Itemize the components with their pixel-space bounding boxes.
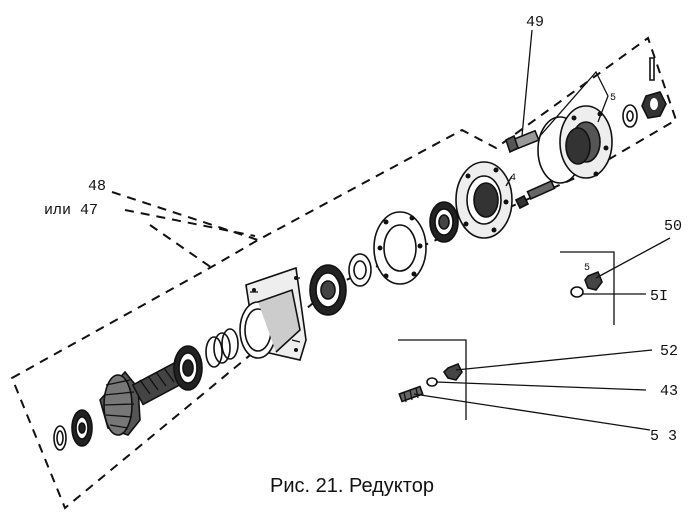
washer-51 — [570, 286, 584, 298]
callout-47: или 47 — [44, 202, 98, 219]
bearing-housing — [239, 266, 307, 361]
gasket — [373, 211, 427, 285]
cotter-pin — [649, 57, 655, 81]
bracket-50-51 — [560, 251, 615, 325]
washer-mid — [348, 253, 372, 287]
bearing-shaft — [173, 345, 203, 391]
callout-43: 43 — [660, 383, 678, 400]
callout-53-leader — [413, 393, 651, 431]
washer-left — [53, 425, 67, 451]
nut-50 — [584, 270, 603, 291]
callout-43-leader — [435, 381, 647, 391]
callout-49: 49 — [526, 14, 544, 31]
bearing-large — [309, 264, 347, 316]
callout-4-leader — [505, 175, 513, 187]
callout-5-upper: 5 — [610, 93, 616, 104]
figure-caption: Рис. 21. Редуктор — [270, 475, 434, 497]
bolt-49 — [505, 129, 540, 154]
callout-5a-leader — [539, 70, 609, 137]
callout-49-leader — [521, 29, 533, 137]
callout-47-lower-leader — [149, 224, 213, 269]
callout-4-small: 4 — [510, 173, 516, 184]
callout-53: 5 3 — [650, 428, 677, 445]
callout-52: 52 — [660, 343, 678, 360]
spacer-rings — [205, 328, 239, 368]
bearing-cap — [455, 161, 513, 239]
nut-52 — [442, 362, 463, 381]
bracket-52-43-53 — [398, 339, 467, 420]
callout-48: 48 — [88, 178, 106, 195]
washer-and-castle-nut — [622, 91, 667, 128]
callout-50-leader — [595, 237, 671, 279]
callout-5-small: 5 — [584, 263, 590, 274]
callout-48-leader — [111, 191, 259, 241]
bearing-small — [71, 409, 93, 447]
callout-47-leader — [124, 209, 256, 237]
callout-52-leader — [455, 349, 653, 371]
stud-and-nut — [514, 180, 556, 210]
stud-53 — [398, 385, 424, 403]
washer-43 — [426, 377, 438, 387]
bevel-pinion-gear — [99, 360, 189, 436]
callout-51: 5I — [650, 288, 668, 305]
end-flange — [559, 105, 613, 179]
bearing-upper — [429, 201, 459, 243]
callout-50: 50 — [664, 218, 682, 235]
assembly-outline — [10, 36, 678, 510]
